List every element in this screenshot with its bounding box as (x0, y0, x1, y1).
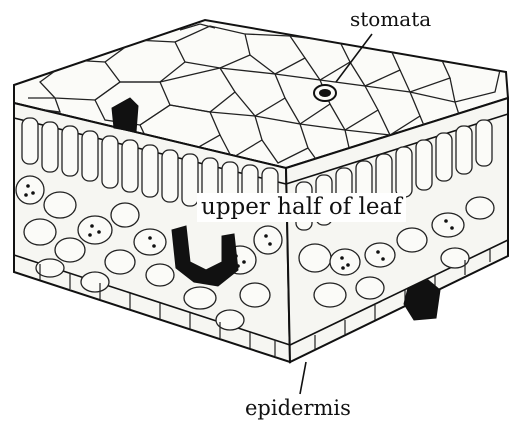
stomata-label: stomata (350, 9, 431, 29)
epidermis-label: epidermis (245, 398, 351, 419)
epidermis-pointer (300, 362, 306, 394)
upper-half-label: upper half of leaf (197, 193, 406, 222)
stomata-pore (314, 85, 336, 101)
